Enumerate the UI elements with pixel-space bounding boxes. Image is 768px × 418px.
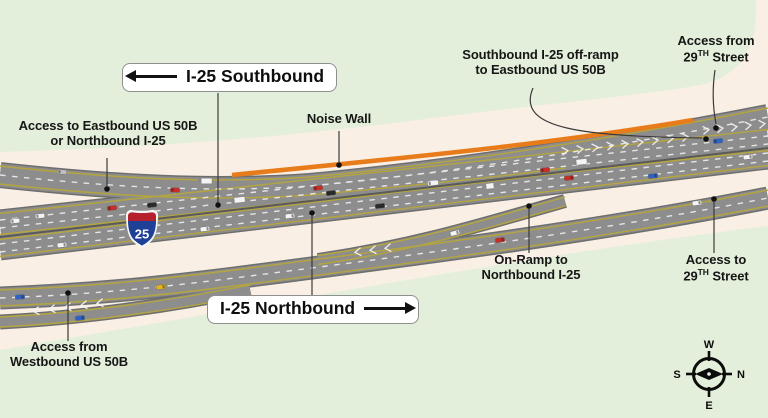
i25-northbound-label: I-25 Northbound — [220, 298, 356, 318]
gore-chevron-mark — [47, 304, 56, 314]
label-access-eastbound-us50b: Access to Eastbound US 50B or Northbound… — [18, 118, 198, 149]
gore-chevron-mark — [730, 122, 739, 132]
label-onramp-northbound: On-Ramp to Northbound I-25 — [481, 252, 581, 283]
vehicle-car — [712, 138, 724, 144]
vehicle-car — [146, 202, 158, 208]
vehicle-van — [427, 179, 439, 187]
arrow-left-icon — [125, 71, 177, 82]
gore-chevron-mark — [31, 306, 40, 316]
i25-southbound-label: I-25 Southbound — [186, 66, 325, 86]
gore-chevron-mark — [353, 247, 362, 257]
vehicle-car — [56, 169, 68, 175]
vehicle-car — [74, 315, 86, 321]
vehicle-car — [449, 229, 461, 237]
i25-southbound-badge: I-25 Southbound — [122, 63, 338, 92]
i25-northbound-badge: I-25 Northbound — [207, 295, 420, 324]
vehicle-car — [312, 185, 324, 191]
leader-lines — [67, 69, 717, 341]
vehicle-car — [494, 237, 506, 243]
gore-chevron-mark — [606, 141, 615, 151]
vehicle-car — [155, 284, 167, 290]
label-access-from-29th: Access from 29TH Street — [677, 33, 755, 65]
arrow-right-icon — [364, 303, 417, 314]
label-noise-wall: Noise Wall — [306, 111, 372, 126]
vehicle-car — [106, 205, 118, 211]
compass-label-n: N — [737, 369, 745, 381]
gore-chevron-mark — [95, 298, 104, 308]
vehicle-truck — [572, 158, 588, 166]
vehicle-car — [284, 213, 296, 219]
vehicle-truck — [485, 182, 498, 190]
vehicle-car — [14, 294, 26, 300]
vehicles — [9, 138, 754, 321]
compass-rose-icon: W N S E — [673, 339, 745, 412]
noise-wall-orange — [231, 117, 694, 178]
gore-chevron-mark — [666, 134, 675, 144]
vehicle-car — [9, 218, 21, 224]
gore-chevron-mark — [636, 138, 645, 148]
label-access-to-29th: Access to 29TH Street — [683, 252, 749, 284]
interstate-25-shield-icon: 25 — [126, 209, 158, 248]
gore-chevron-mark — [702, 125, 711, 135]
gore-chevron-mark — [561, 146, 570, 156]
gore-chevrons — [31, 119, 767, 316]
shield-route-number: 25 — [135, 227, 149, 242]
vehicle-car — [742, 154, 754, 160]
vehicle-car — [199, 226, 211, 232]
vehicle-car — [563, 175, 575, 181]
vehicle-car — [34, 213, 46, 219]
gore-chevron-mark — [591, 143, 600, 153]
road-29th-access — [0, 188, 768, 308]
vehicle-car — [691, 200, 703, 206]
vehicle-car — [647, 173, 659, 179]
compass-label-s: S — [673, 369, 680, 381]
vehicle-car — [56, 242, 68, 248]
vehicle-truck — [198, 178, 213, 184]
gore-chevron-mark — [368, 245, 377, 255]
gore-chevron-mark — [744, 121, 753, 131]
leader-dots — [65, 125, 719, 296]
label-sb-offramp: Southbound I-25 off-ramp to Eastbound US… — [462, 47, 619, 78]
vehicle-car — [325, 190, 337, 196]
road-i25-southbound — [0, 127, 768, 237]
vehicle-car — [374, 203, 386, 209]
vehicle-truck — [230, 196, 246, 204]
vehicle-car — [539, 167, 551, 173]
gore-chevron-mark — [651, 136, 660, 146]
gore-chevron-mark — [716, 124, 725, 134]
gore-chevron-mark — [681, 132, 690, 142]
gore-chevron-mark — [621, 139, 630, 149]
gore-chevron-mark — [758, 119, 767, 129]
label-access-from-wb50b: Access from Westbound US 50B — [9, 339, 129, 370]
gore-chevron-mark — [576, 145, 585, 155]
compass-label-e: E — [705, 400, 712, 412]
compass-label-w: W — [704, 339, 715, 351]
road-i25-northbound — [0, 146, 768, 259]
gore-chevron-mark — [63, 302, 72, 312]
vehicle-car — [170, 187, 180, 193]
gore-chevron-mark — [79, 300, 88, 310]
gore-chevron-mark — [383, 243, 392, 253]
